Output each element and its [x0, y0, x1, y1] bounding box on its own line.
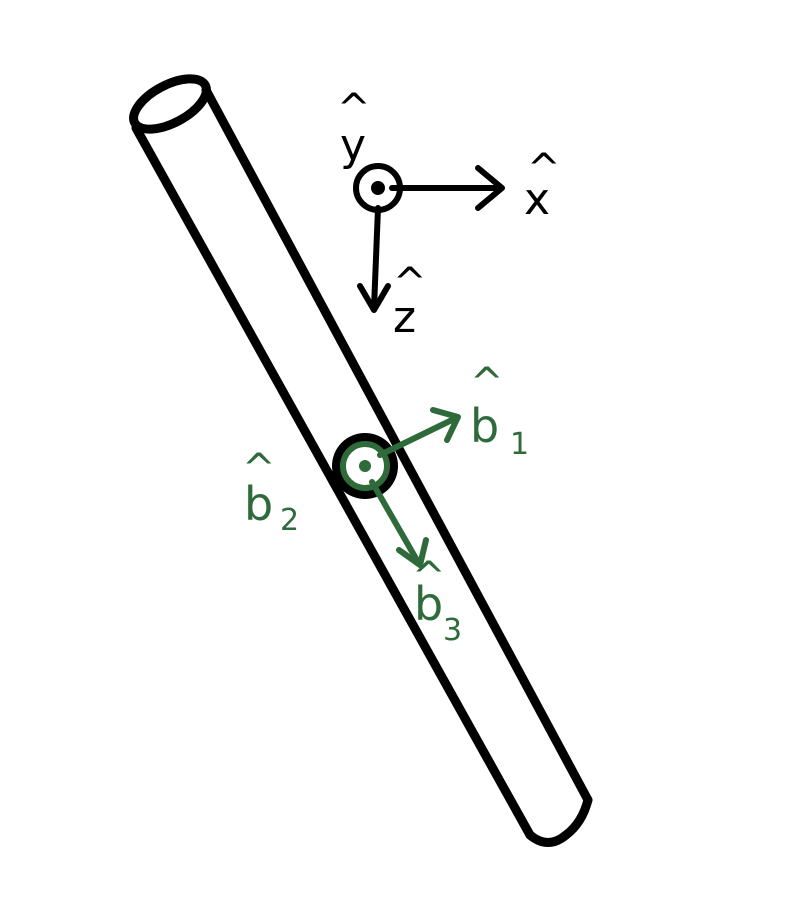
z-arrowhead-icon: [357, 283, 391, 313]
b3-label: b: [414, 577, 443, 631]
rod-bottom-end: [525, 795, 593, 847]
b2-subscript: 2: [280, 503, 299, 538]
y-out-of-page-dot: [371, 181, 385, 195]
b2-label: b: [244, 477, 273, 531]
z-hat: ^: [393, 260, 427, 306]
b3-arrowhead-icon: [396, 537, 429, 568]
b2-out-of-page-icon: [340, 441, 390, 491]
y-axis-label: y: [340, 120, 366, 171]
inertial-frame: ^ y ^ x ^ z: [337, 86, 561, 343]
x-arrowhead-icon: [475, 165, 505, 211]
b1-label: b: [470, 399, 499, 453]
b3-hat: ^: [412, 554, 446, 600]
b1-axis-arrow: [377, 415, 459, 458]
b1-arrowhead-icon: [430, 407, 461, 443]
z-axis-label: z: [393, 292, 416, 343]
y-hat: ^: [337, 86, 371, 132]
b3-axis-arrow: [369, 479, 421, 565]
b1-subscript: 1: [510, 427, 529, 462]
b2-out-of-page-dot: [359, 460, 371, 472]
rod-top-end: [129, 74, 211, 134]
b3-subscript: 3: [443, 613, 462, 648]
body-frame: ^ b 1 ^ b 2 ^ b 3: [242, 360, 529, 648]
x-hat: ^: [527, 146, 561, 192]
b1-hat: ^: [470, 360, 504, 406]
x-axis-label: x: [524, 174, 550, 225]
b2-hat: ^: [242, 446, 276, 492]
rod-left-edge: [131, 123, 535, 840]
z-axis-arrow: [371, 205, 381, 311]
